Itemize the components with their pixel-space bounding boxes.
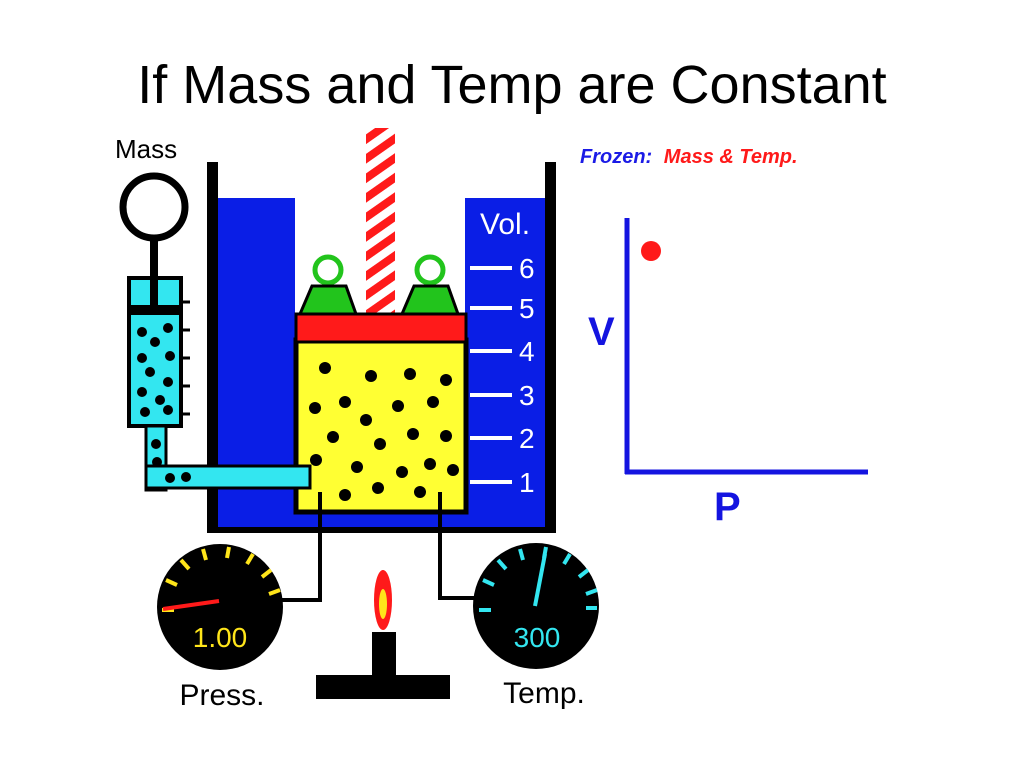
burner-flame: [374, 570, 392, 630]
volume-tick-6: 6: [519, 253, 535, 284]
volume-tick-3: 3: [519, 380, 535, 411]
pressure-gauge: 1.00: [157, 544, 283, 670]
frozen-caption: Frozen: Mass & Temp.: [580, 146, 798, 168]
slide-title: If Mass and Temp are Constant: [137, 55, 887, 115]
volume-tick-4: 4: [519, 336, 535, 367]
volume-tick-2: 2: [519, 423, 535, 454]
volume-ticks: [470, 266, 512, 484]
pv-y-axis-label: V: [588, 310, 615, 354]
piston-rod: [366, 128, 395, 318]
water-bath: [207, 198, 549, 530]
mass-molecules: [137, 323, 175, 417]
pressure-needle: [162, 599, 220, 611]
volume-tick-1: 1: [519, 467, 535, 498]
burner: [316, 632, 450, 699]
gauge-wires: [282, 492, 476, 602]
temperature-label: Temp.: [503, 677, 585, 710]
pv-x-axis-label: P: [714, 485, 741, 529]
pv-data-point: [641, 241, 661, 261]
mass-stem: [150, 236, 158, 280]
pressure-value: 1.00: [193, 622, 248, 653]
pv-graph: V P: [588, 218, 868, 529]
volume-tick-5: 5: [519, 293, 535, 324]
gas-molecules: [309, 362, 459, 501]
volume-label: Vol.: [480, 208, 530, 241]
weight-right: [399, 254, 461, 316]
weight-left: [297, 254, 359, 316]
mass-label: Mass: [115, 134, 177, 164]
temperature-gauge: 300: [473, 543, 599, 669]
mass-feed-tube: [144, 424, 312, 492]
temperature-needle: [533, 553, 547, 607]
piston: [294, 312, 468, 344]
temperature-value: 300: [514, 622, 561, 653]
frozen-vars: Mass & Temp.: [664, 146, 798, 168]
container-walls: [207, 162, 556, 533]
frozen-prefix: Frozen:: [580, 146, 652, 168]
pressure-label: Press.: [179, 679, 264, 712]
mass-knob: [119, 172, 189, 242]
